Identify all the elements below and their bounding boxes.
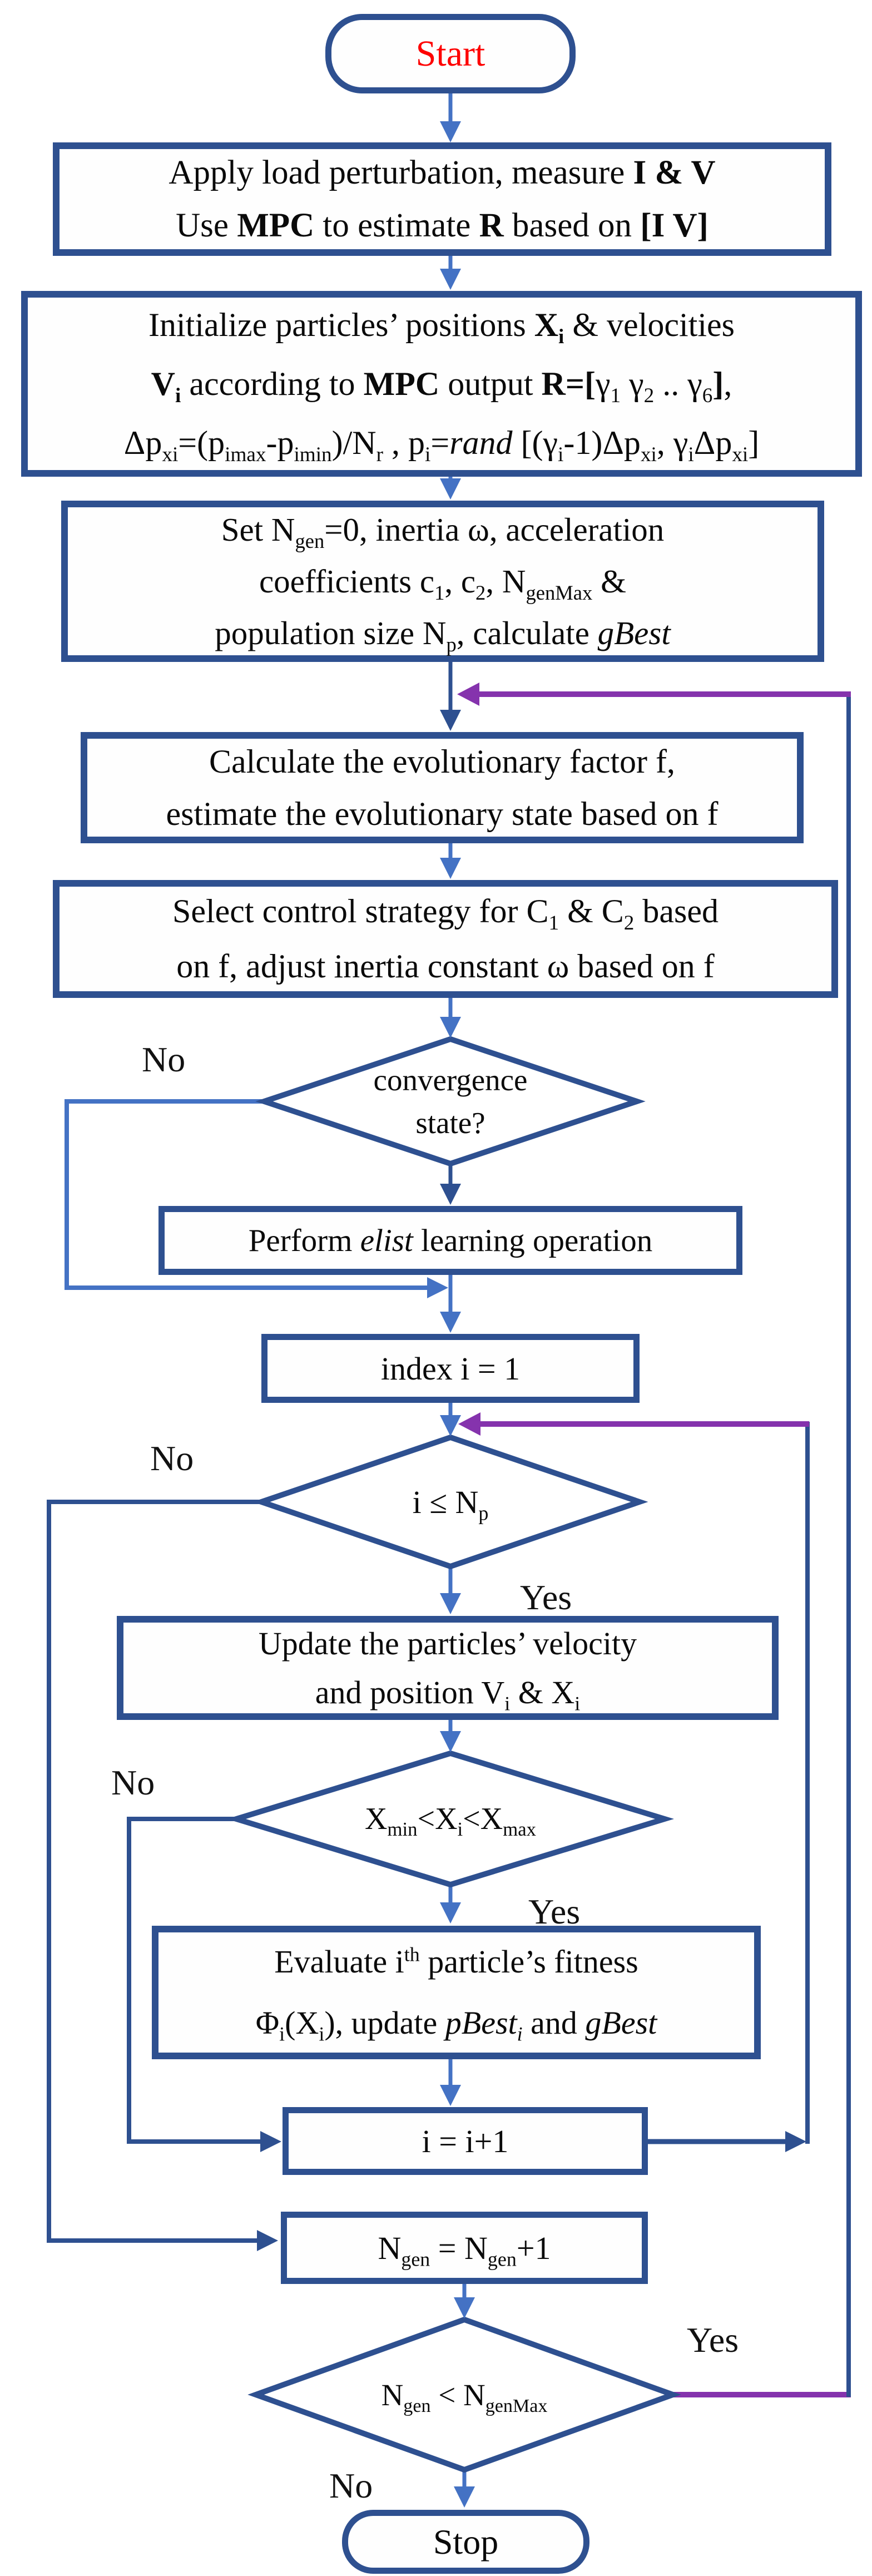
arrowhead-measure xyxy=(440,269,461,290)
decision-bounds-shape xyxy=(226,1750,675,1888)
arrowhead-ngen xyxy=(454,2297,475,2318)
arrowhead-strategy xyxy=(440,1017,461,1038)
label-ngen-yes: Yes xyxy=(687,2320,739,2360)
node-index-init: index i = 1 xyxy=(261,1334,640,1403)
node-increment-i: i = i+1 xyxy=(283,2107,648,2175)
decision-ngen-shape xyxy=(247,2316,681,2473)
edge-ilenp-no-path xyxy=(47,1500,264,2243)
node-evolution-factor: Calculate the evolutionary factor f,esti… xyxy=(81,732,804,843)
arrowhead-convergence-no xyxy=(427,1277,448,1298)
label-ngen-no: No xyxy=(329,2466,373,2505)
arrowhead-evolution xyxy=(440,858,461,879)
label-bounds-yes: Yes xyxy=(528,1892,581,1931)
node-stop: Stop xyxy=(342,2510,589,2574)
decision-bounds-label: Xmin<Xi<Xmax xyxy=(365,1802,536,1841)
decision-ngen-label: Ngen < NgenMax xyxy=(381,2377,548,2416)
arrowhead-update xyxy=(440,1731,461,1752)
arrowhead-check-no xyxy=(454,2486,475,2508)
arrowhead-bounds-yes xyxy=(440,1902,461,1924)
arrowhead-convergence-down xyxy=(440,1184,461,1205)
label-ilenp-no: No xyxy=(150,1438,194,1478)
label-ilenp-yes: Yes xyxy=(520,1578,572,1617)
node-elist-learning: Perform elist learning operation xyxy=(158,1206,742,1275)
arrowhead-ilenp-no xyxy=(257,2230,278,2251)
edge-bounds-no-path xyxy=(127,1817,261,2144)
arrowhead-init xyxy=(440,478,461,500)
edge-convergence-no-path xyxy=(65,1099,428,1290)
arrowhead-setup xyxy=(440,710,461,731)
arrowhead-bounds-no xyxy=(260,2131,281,2152)
decision-ilenp-label: i ≤ Np xyxy=(412,1484,489,1525)
decision-ilenp-shape xyxy=(252,1434,648,1570)
node-init-particles: Initialize particles’ positions Xi & vel… xyxy=(21,291,862,477)
node-control-strategy: Select control strategy for C1 & C2 base… xyxy=(53,880,838,998)
arrowhead-ngen-yes-return xyxy=(457,683,479,706)
arrowhead-increment-return xyxy=(458,1412,480,1436)
arrowhead-index xyxy=(440,1415,461,1436)
node-start: Start xyxy=(325,14,576,93)
arrowhead-elist xyxy=(440,1312,461,1333)
label-convergence-no: No xyxy=(142,1040,186,1079)
arrowhead-evaluate xyxy=(440,2085,461,2106)
arrowhead-ilenp-yes xyxy=(440,1593,461,1614)
decision-convergence-shape xyxy=(255,1036,646,1167)
label-bounds-no: No xyxy=(111,1763,155,1802)
arrowhead-increment-loop xyxy=(785,2131,806,2152)
arrowhead-start xyxy=(440,121,461,142)
node-increment-ngen: Ngen = Ngen+1 xyxy=(281,2212,648,2284)
